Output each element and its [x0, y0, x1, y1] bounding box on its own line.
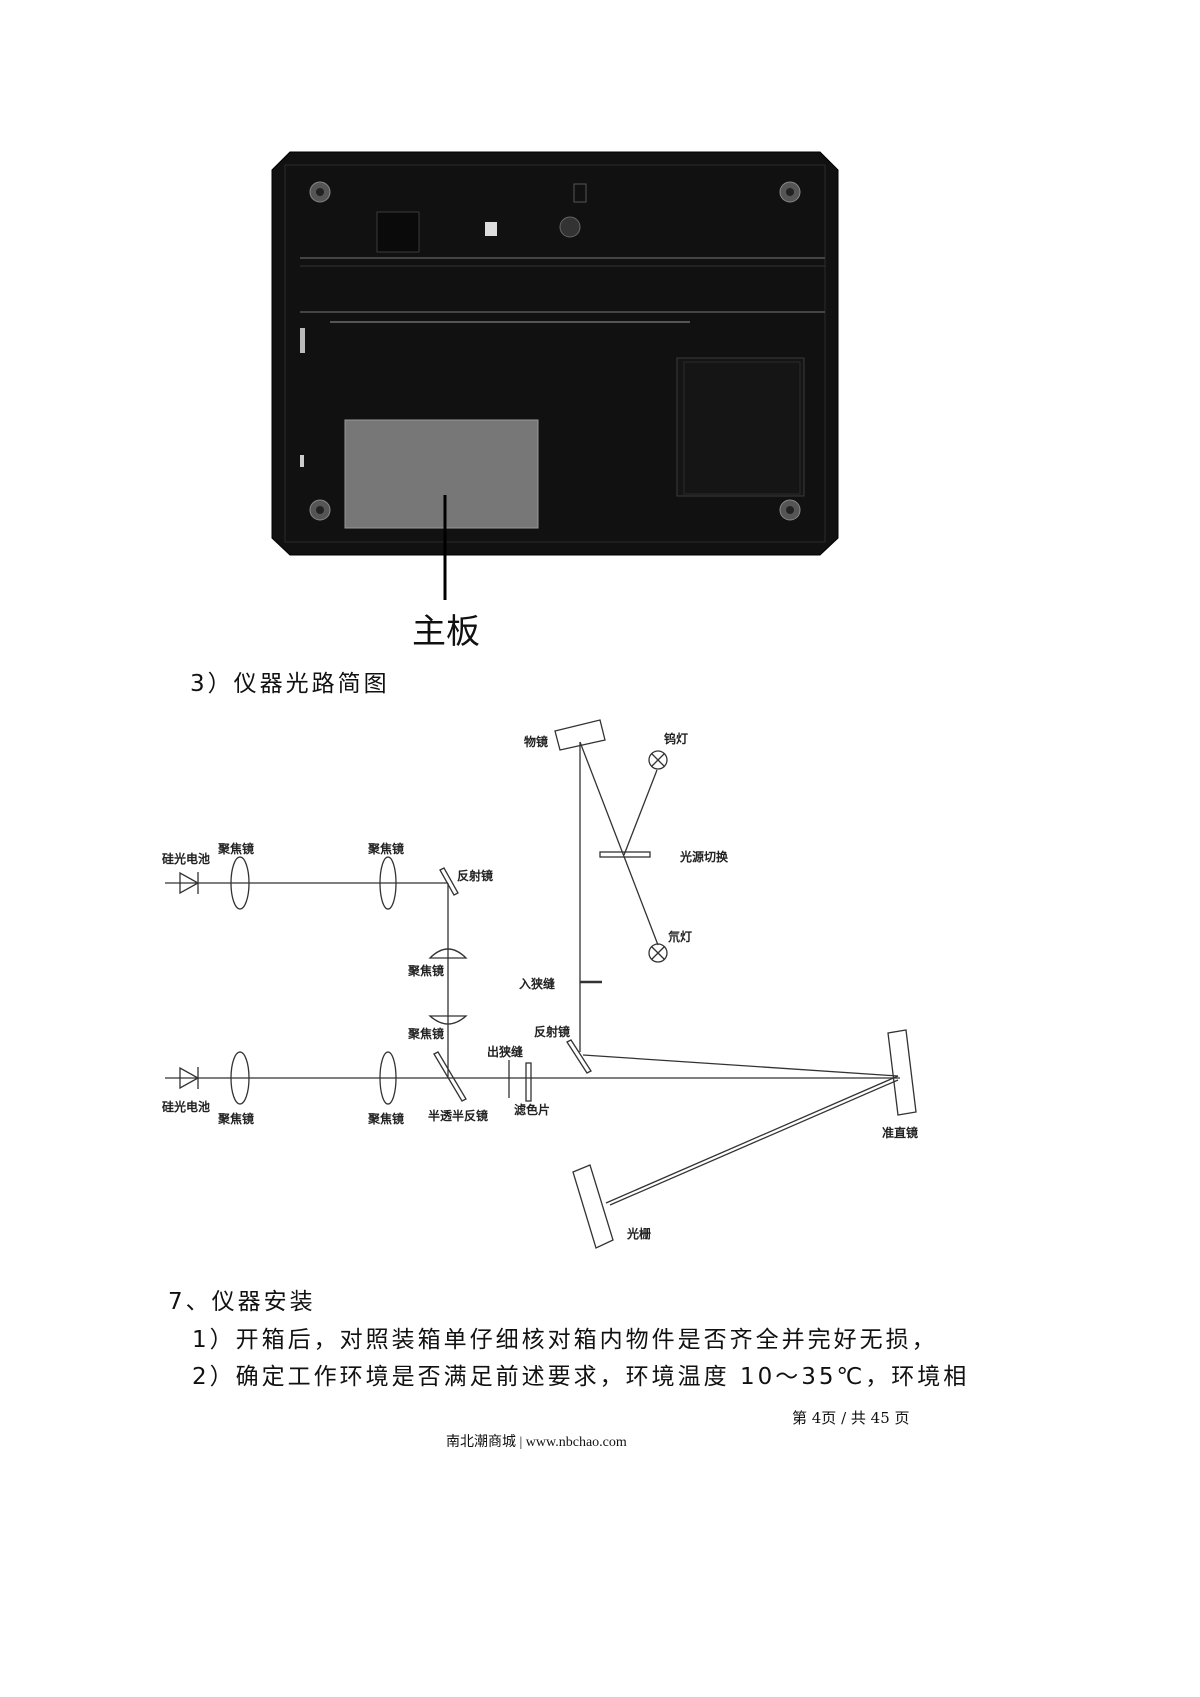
deuterium-lamp-icon — [648, 943, 668, 963]
lens-icon — [428, 1015, 468, 1025]
filter-icon — [525, 1062, 532, 1102]
mainboard-callout-label: 主板 — [412, 612, 480, 652]
photocell-bottom-icon — [179, 1066, 200, 1090]
section-7-heading: 7、仪器安装 — [168, 1289, 316, 1315]
label-objective-mirror: 物镜 — [524, 735, 549, 749]
label-focus-lens-6: 聚焦镜 — [368, 1112, 405, 1126]
label-photocell-top: 硅光电池 — [162, 852, 211, 866]
label-exit-slit: 出狭缝 — [487, 1045, 524, 1059]
label-source-switch: 光源切换 — [680, 850, 729, 864]
label-focus-lens-5: 聚焦镜 — [218, 1112, 255, 1126]
section-3-heading: 3）仪器光路简图 — [190, 671, 390, 697]
reflector-icon — [439, 867, 459, 896]
source-switch-icon — [599, 851, 651, 858]
label-filter: 滤色片 — [514, 1103, 551, 1117]
lens-icon — [428, 948, 468, 959]
label-focus-lens-4: 聚焦镜 — [408, 1027, 445, 1041]
page-number: 第 4页 / 共 45 页 — [792, 1409, 910, 1427]
photocell-top-icon — [179, 871, 200, 895]
label-focus-lens-2: 聚焦镜 — [368, 842, 405, 856]
label-entrance-slit: 入狭缝 — [519, 977, 556, 991]
install-step-1: 1）开箱后，对照装箱单仔细核对箱内物件是否齐全并完好无损， — [192, 1327, 938, 1353]
lens-icon — [230, 856, 250, 910]
objective-mirror-icon — [554, 719, 606, 751]
label-grating: 光栅 — [627, 1227, 652, 1241]
label-tungsten-lamp: 钨灯 — [664, 732, 689, 746]
reflector-icon — [566, 1039, 592, 1074]
label-reflector-1: 反射镜 — [457, 869, 494, 883]
lens-icon — [379, 856, 397, 910]
beam-splitter-icon — [433, 1051, 467, 1102]
install-step-2: 2）确定工作环境是否满足前述要求，环境温度 10～35℃，环境相 — [192, 1364, 970, 1390]
label-beam-splitter: 半透半反镜 — [428, 1109, 489, 1123]
tungsten-lamp-icon — [648, 750, 668, 770]
grating-icon — [572, 1164, 614, 1249]
label-collimator: 准直镜 — [882, 1126, 919, 1140]
label-focus-lens-1: 聚焦镜 — [218, 842, 255, 856]
footer-site: 南北潮商城 | www.nbchao.com — [446, 1435, 627, 1450]
label-focus-lens-3: 聚焦镜 — [408, 964, 445, 978]
label-reflector-2: 反射镜 — [534, 1025, 571, 1039]
collimator-icon — [887, 1029, 917, 1116]
label-deuterium-lamp: 氘灯 — [668, 930, 693, 944]
label-photocell-bottom: 硅光电池 — [162, 1100, 211, 1114]
